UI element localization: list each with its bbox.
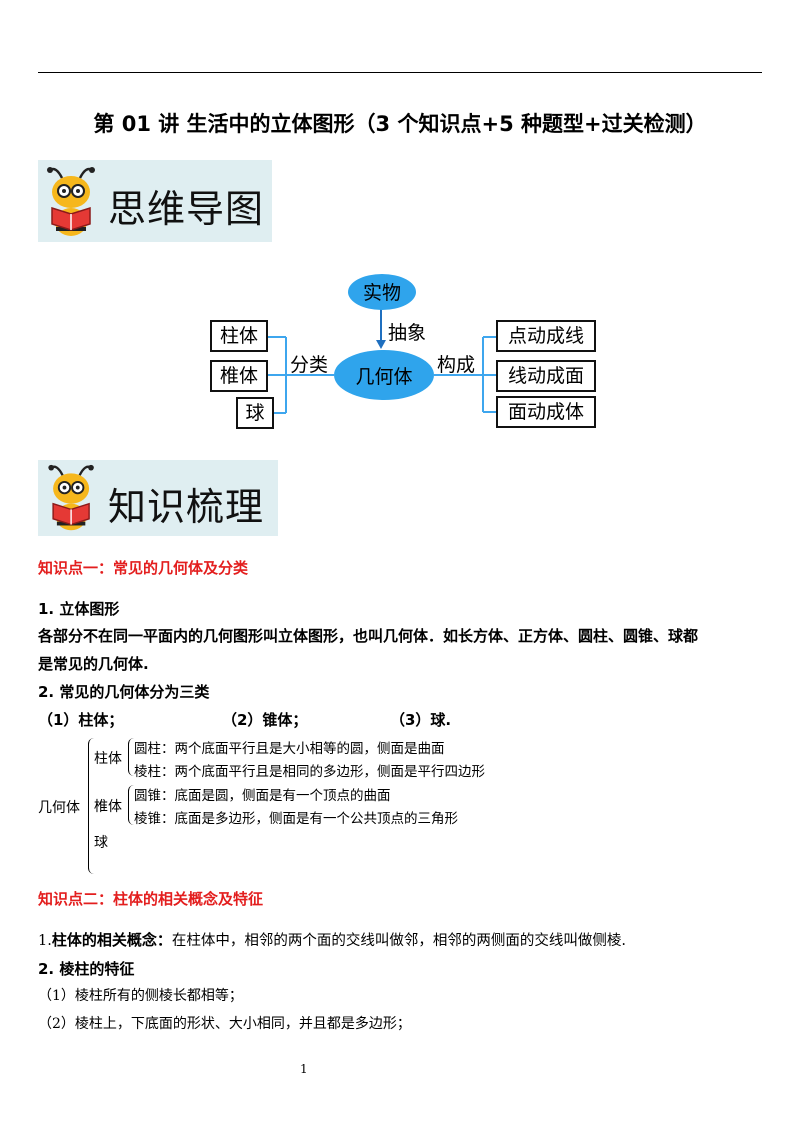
item1-body-line2: 是常见的几何体. <box>38 655 149 673</box>
tree-leaf: 棱锥：底面是多边形，侧面是有一个公共顶点的三角形 <box>134 811 458 827</box>
mindmap-right-item: 面动成体 <box>496 396 596 428</box>
mindmap-right-item: 线动成面 <box>496 360 596 392</box>
page-number: 1 <box>300 1062 308 1076</box>
section2-heading: 知识点二：柱体的相关概念及特征 <box>38 890 264 908</box>
page-title: 第 01 讲 生活中的立体图形（3 个知识点+5 种题型+过关检测） <box>93 112 707 136</box>
feature-item: （1）棱柱所有的侧棱长都相等； <box>38 988 243 1004</box>
mindmap-banner: 思维导图 <box>38 160 272 242</box>
tree-leaf: 圆柱：两个底面平行且是大小相等的圆，侧面是曲面 <box>134 741 445 757</box>
mindmap-right-item: 点动成线 <box>496 320 596 352</box>
p1-number: 1. <box>38 933 52 949</box>
p1-text: 在柱体中，相邻的两个面的交线叫做邻，相邻的两侧面的交线叫做侧棱. <box>171 933 626 949</box>
bee-mascot-icon <box>48 464 94 531</box>
tree-root: 几何体 <box>38 800 80 816</box>
category-item: （3）球. <box>390 711 452 729</box>
mindmap-right-label: 构成 <box>437 354 476 376</box>
knowledge-banner: 知识梳理 <box>38 460 278 536</box>
section2-paragraph1: 1.柱体的相关概念：在柱体中，相邻的两个面的交线叫做邻，相邻的两侧面的交线叫做侧… <box>38 929 626 950</box>
mindmap-center-node <box>334 350 434 400</box>
tree-root-brace <box>88 738 95 874</box>
tree-branch2-brace <box>128 785 134 825</box>
mindmap-left-item: 球 <box>236 397 274 429</box>
mindmap-banner-text: 思维导图 <box>108 187 265 231</box>
section2-item2-title: 2. 棱柱的特征 <box>38 960 135 978</box>
feature-item: （2）棱柱上，下底面的形状、大小相同，并且都是多边形； <box>38 1016 411 1032</box>
mindmap-top-label: 实物 <box>362 282 401 304</box>
mindmap-abstract-label: 抽象 <box>388 322 427 344</box>
item1-title: 1. 立体图形 <box>38 600 120 618</box>
tree-branch: 椎体 <box>94 799 122 815</box>
mindmap-left-item: 椎体 <box>210 360 268 392</box>
tree-leaf: 棱柱：两个底面平行且是相同的多边形，侧面是平行四边形 <box>134 764 485 780</box>
mindmap-top-node <box>348 274 416 310</box>
category-item: （2）锥体； <box>222 711 308 729</box>
knowledge-banner-text: 知识梳理 <box>108 485 265 529</box>
mindmap-left-item: 柱体 <box>210 320 268 352</box>
tree-branch: 柱体 <box>94 751 122 767</box>
tree-leaf: 圆锥：底面是圆，侧面是有一个顶点的曲面 <box>134 788 391 804</box>
tree-branch: 球 <box>94 835 108 851</box>
section1-heading: 知识点一：常见的几何体及分类 <box>38 559 249 577</box>
mindmap-connectors <box>264 308 497 414</box>
p1-bold-term: 柱体的相关概念： <box>51 931 172 949</box>
item1-body-line1: 各部分不在同一平面内的几何图形叫立体图形，也叫几何体．如长方体、正方体、圆柱、圆… <box>38 627 699 645</box>
mindmap-left-label: 分类 <box>290 354 329 376</box>
mindmap-center-label: 几何体 <box>355 366 413 388</box>
bee-mascot-icon <box>47 167 95 236</box>
tree-branch1-brace <box>128 738 134 776</box>
item2-title: 2. 常见的几何体分为三类 <box>38 683 210 701</box>
header-rule <box>38 72 762 73</box>
category-item: （1）柱体； <box>38 711 124 729</box>
